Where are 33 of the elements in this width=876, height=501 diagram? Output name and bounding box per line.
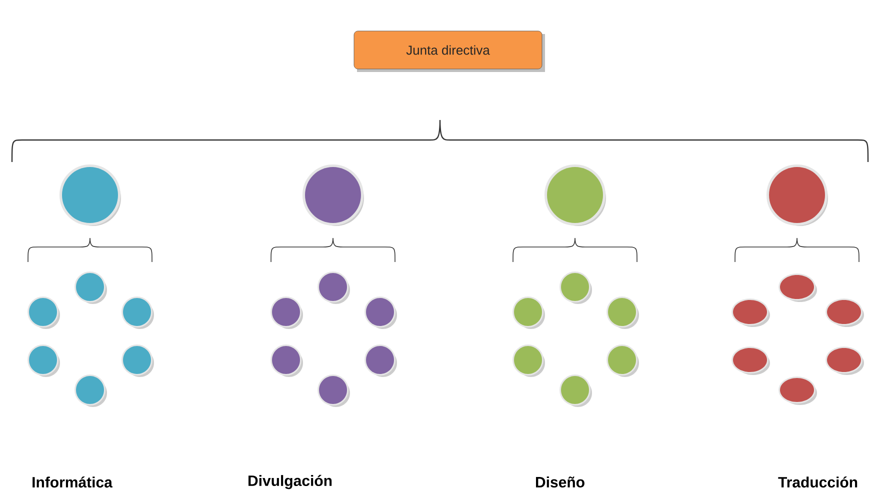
title-box: Junta directiva xyxy=(354,30,545,72)
small-circle xyxy=(512,296,545,329)
small-circle xyxy=(826,346,864,375)
small-circle xyxy=(28,296,60,329)
group-label: Informática xyxy=(32,476,113,488)
small-circle xyxy=(606,344,639,377)
small-circle xyxy=(778,274,817,302)
small-circle xyxy=(606,296,639,329)
small-circle xyxy=(512,344,545,377)
small-circle xyxy=(122,344,154,377)
small-circle xyxy=(778,376,817,405)
small-circle xyxy=(270,344,303,377)
large-circle xyxy=(766,164,828,226)
small-circle xyxy=(364,296,397,329)
small-circle xyxy=(364,344,397,377)
small-circle xyxy=(732,346,770,375)
small-circle xyxy=(74,374,107,407)
small-circle xyxy=(826,298,864,327)
group-label: Diseño xyxy=(536,476,584,488)
group-label: Traducción xyxy=(778,476,858,488)
small-circle xyxy=(28,344,60,377)
large-circle xyxy=(60,164,121,226)
group-label: Divulgación xyxy=(248,474,332,490)
small-circle xyxy=(560,374,592,407)
small-circle xyxy=(318,374,350,407)
small-circle xyxy=(732,298,770,327)
large-circle xyxy=(302,164,364,226)
small-circle xyxy=(122,296,154,329)
small-circle xyxy=(270,296,303,329)
small-circle xyxy=(318,272,350,304)
large-circle xyxy=(544,164,606,226)
small-circle xyxy=(74,272,107,304)
small-circle xyxy=(560,272,592,304)
